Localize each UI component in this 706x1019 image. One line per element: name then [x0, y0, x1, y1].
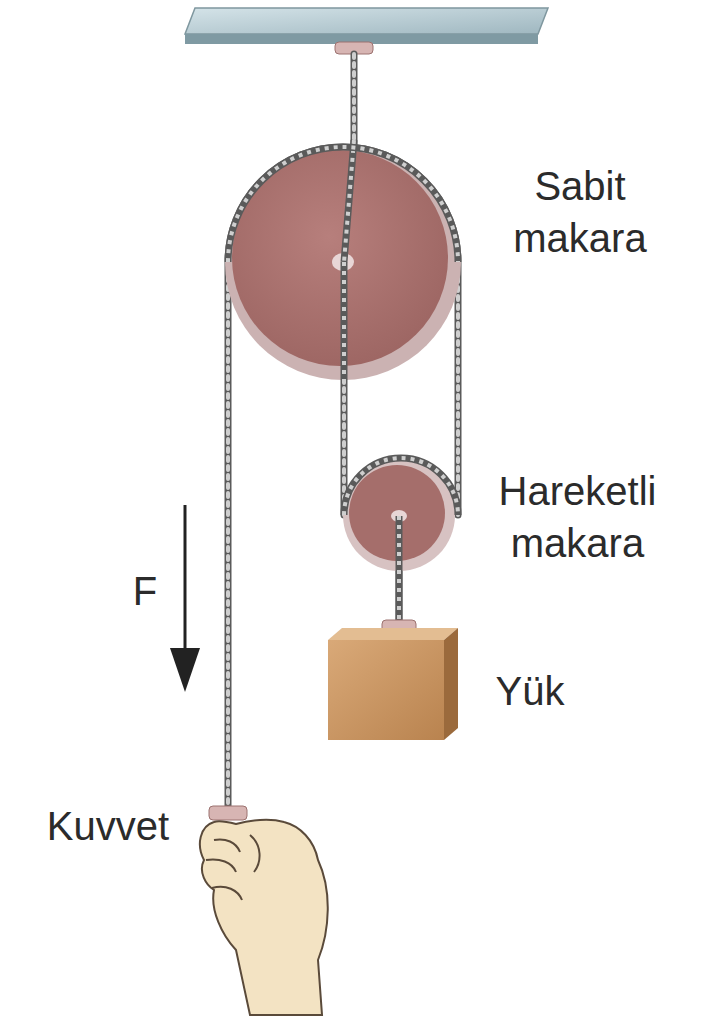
force-arrow — [170, 505, 200, 692]
fixed-pulley — [225, 144, 461, 380]
part-label: Sabit makara — [470, 160, 690, 264]
part-label: Yük — [470, 665, 590, 717]
load-box — [328, 620, 458, 740]
rope — [228, 54, 458, 812]
part-label: Kuvvet — [8, 800, 208, 852]
moving-pulley — [343, 458, 458, 628]
hand — [200, 806, 328, 1015]
force-label: F — [125, 565, 165, 617]
rope-front — [228, 140, 458, 380]
part-label: Hareketli makara — [455, 465, 700, 569]
ceiling-plate — [185, 8, 548, 44]
